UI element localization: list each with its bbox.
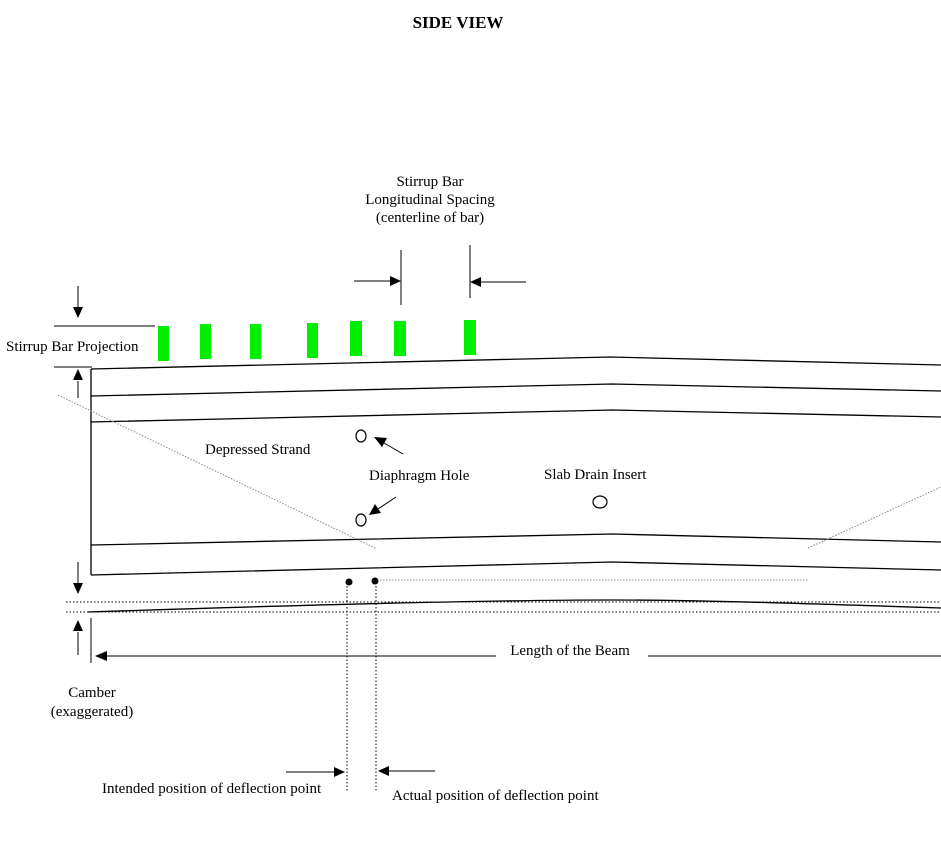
stirrup-spacing-label-line3: (centerline of bar)	[376, 210, 484, 226]
beam-length-label: Length of the Beam	[510, 643, 630, 659]
actual-position-label: Actual position of deflection point	[392, 788, 599, 804]
actual-deflection-point	[371, 577, 379, 585]
diagram-title: SIDE VIEW	[413, 13, 504, 32]
stirrup-bar	[464, 320, 476, 355]
camber-dimension	[66, 562, 941, 663]
beam-length-dimension	[95, 651, 941, 661]
stirrup-spacing-dimension	[354, 245, 526, 305]
diaphragm-hole	[355, 429, 367, 443]
camber-label-line1: Camber	[68, 685, 115, 701]
diaphragm-hole-label: Diaphragm Hole	[369, 468, 470, 484]
stirrup-bar	[158, 326, 169, 361]
intended-deflection-point	[345, 578, 353, 586]
depressed-strand-label: Depressed Strand	[205, 442, 311, 458]
intended-position-label: Intended position of deflection point	[102, 781, 322, 797]
deflection-position-arrows	[286, 766, 435, 777]
diaphragm-hole-arrows	[369, 437, 404, 515]
stirrup-bar	[307, 323, 318, 358]
stirrup-bar	[250, 324, 261, 359]
stirrup-bars	[158, 320, 476, 361]
depressed-strand-path	[57, 394, 941, 550]
slab-drain-insert	[592, 495, 608, 509]
stirrup-projection-label: Stirrup Bar Projection	[6, 339, 139, 355]
stirrup-bar	[394, 321, 406, 356]
stirrup-spacing-label-line2: Longitudinal Spacing	[365, 192, 495, 208]
deflection-points	[345, 577, 808, 792]
camber-label-line2: (exaggerated)	[51, 704, 133, 720]
stirrup-projection-dimension	[54, 286, 155, 398]
stirrup-bar	[350, 321, 362, 356]
beam-body	[90, 356, 941, 576]
stirrup-spacing-label-line1: Stirrup Bar	[396, 174, 463, 190]
diaphragm-hole	[355, 513, 367, 527]
slab-drain-insert-label: Slab Drain Insert	[544, 467, 647, 483]
stirrup-bar	[200, 324, 211, 359]
